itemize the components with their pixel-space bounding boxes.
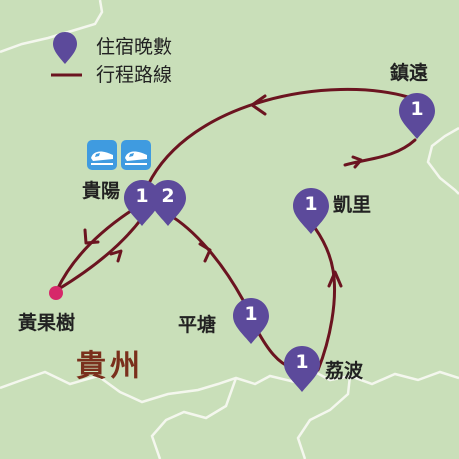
province-border — [426, 126, 459, 195]
map-pin-icon — [293, 188, 329, 234]
map-pin-icon — [399, 93, 435, 139]
huangguoshu-dot — [49, 286, 63, 300]
region-label: 貴州 — [76, 349, 144, 384]
route-zhenyuan-to-guiyang — [146, 87, 410, 187]
map-pin-icon — [124, 180, 160, 226]
map-pin-icon — [284, 346, 320, 392]
place-label-libo: 荔波 — [325, 360, 364, 382]
route-arrow — [327, 270, 343, 288]
legend-route-label: 行程路線 — [96, 64, 173, 86]
map-pin-icon — [150, 180, 186, 226]
pin-zhenyuan: 1 — [399, 93, 435, 139]
pin-guiyang-second: 2 — [150, 180, 186, 226]
route-arrow — [109, 249, 123, 263]
place-label-pingtang: 平塘 — [178, 314, 217, 336]
route-arrow — [83, 228, 100, 245]
route-kaili-to-zhenyuan — [343, 138, 417, 167]
pin-nights: 1 — [135, 185, 149, 207]
province-border — [0, 0, 104, 54]
map-pin-icon — [53, 32, 77, 64]
high-speed-train-icon — [87, 140, 117, 170]
place-label-zhenyuan: 鎮遠 — [390, 62, 429, 84]
pin-nights: 2 — [161, 185, 175, 207]
route-arrow — [250, 94, 267, 116]
province-border — [0, 370, 459, 404]
province-border — [150, 377, 238, 459]
high-speed-train-icon — [121, 140, 151, 170]
legend-pin-label: 住宿晚數 — [96, 36, 173, 58]
route-huangguoshu-to-guiyang — [55, 216, 144, 292]
pin-kaili: 1 — [293, 188, 329, 234]
pin-nights: 1 — [244, 303, 258, 325]
pin-nights: 1 — [304, 193, 318, 215]
map-pin-icon — [233, 298, 269, 344]
pin-guiyang-first: 1 — [124, 180, 160, 226]
pin-pingtang: 1 — [233, 298, 269, 344]
pin-libo: 1 — [284, 346, 320, 392]
pin-nights: 1 — [410, 98, 424, 120]
route-arrow — [198, 242, 212, 263]
province-border — [296, 375, 352, 459]
route-guiyang-to-huangguoshu — [55, 203, 142, 292]
place-label-kaili: 凱里 — [333, 194, 372, 216]
route-arrow — [351, 155, 363, 169]
place-label-guiyang: 貴陽 — [82, 180, 121, 202]
pin-nights: 1 — [295, 351, 309, 373]
place-label-huangguoshu: 黃果樹 — [18, 312, 76, 334]
